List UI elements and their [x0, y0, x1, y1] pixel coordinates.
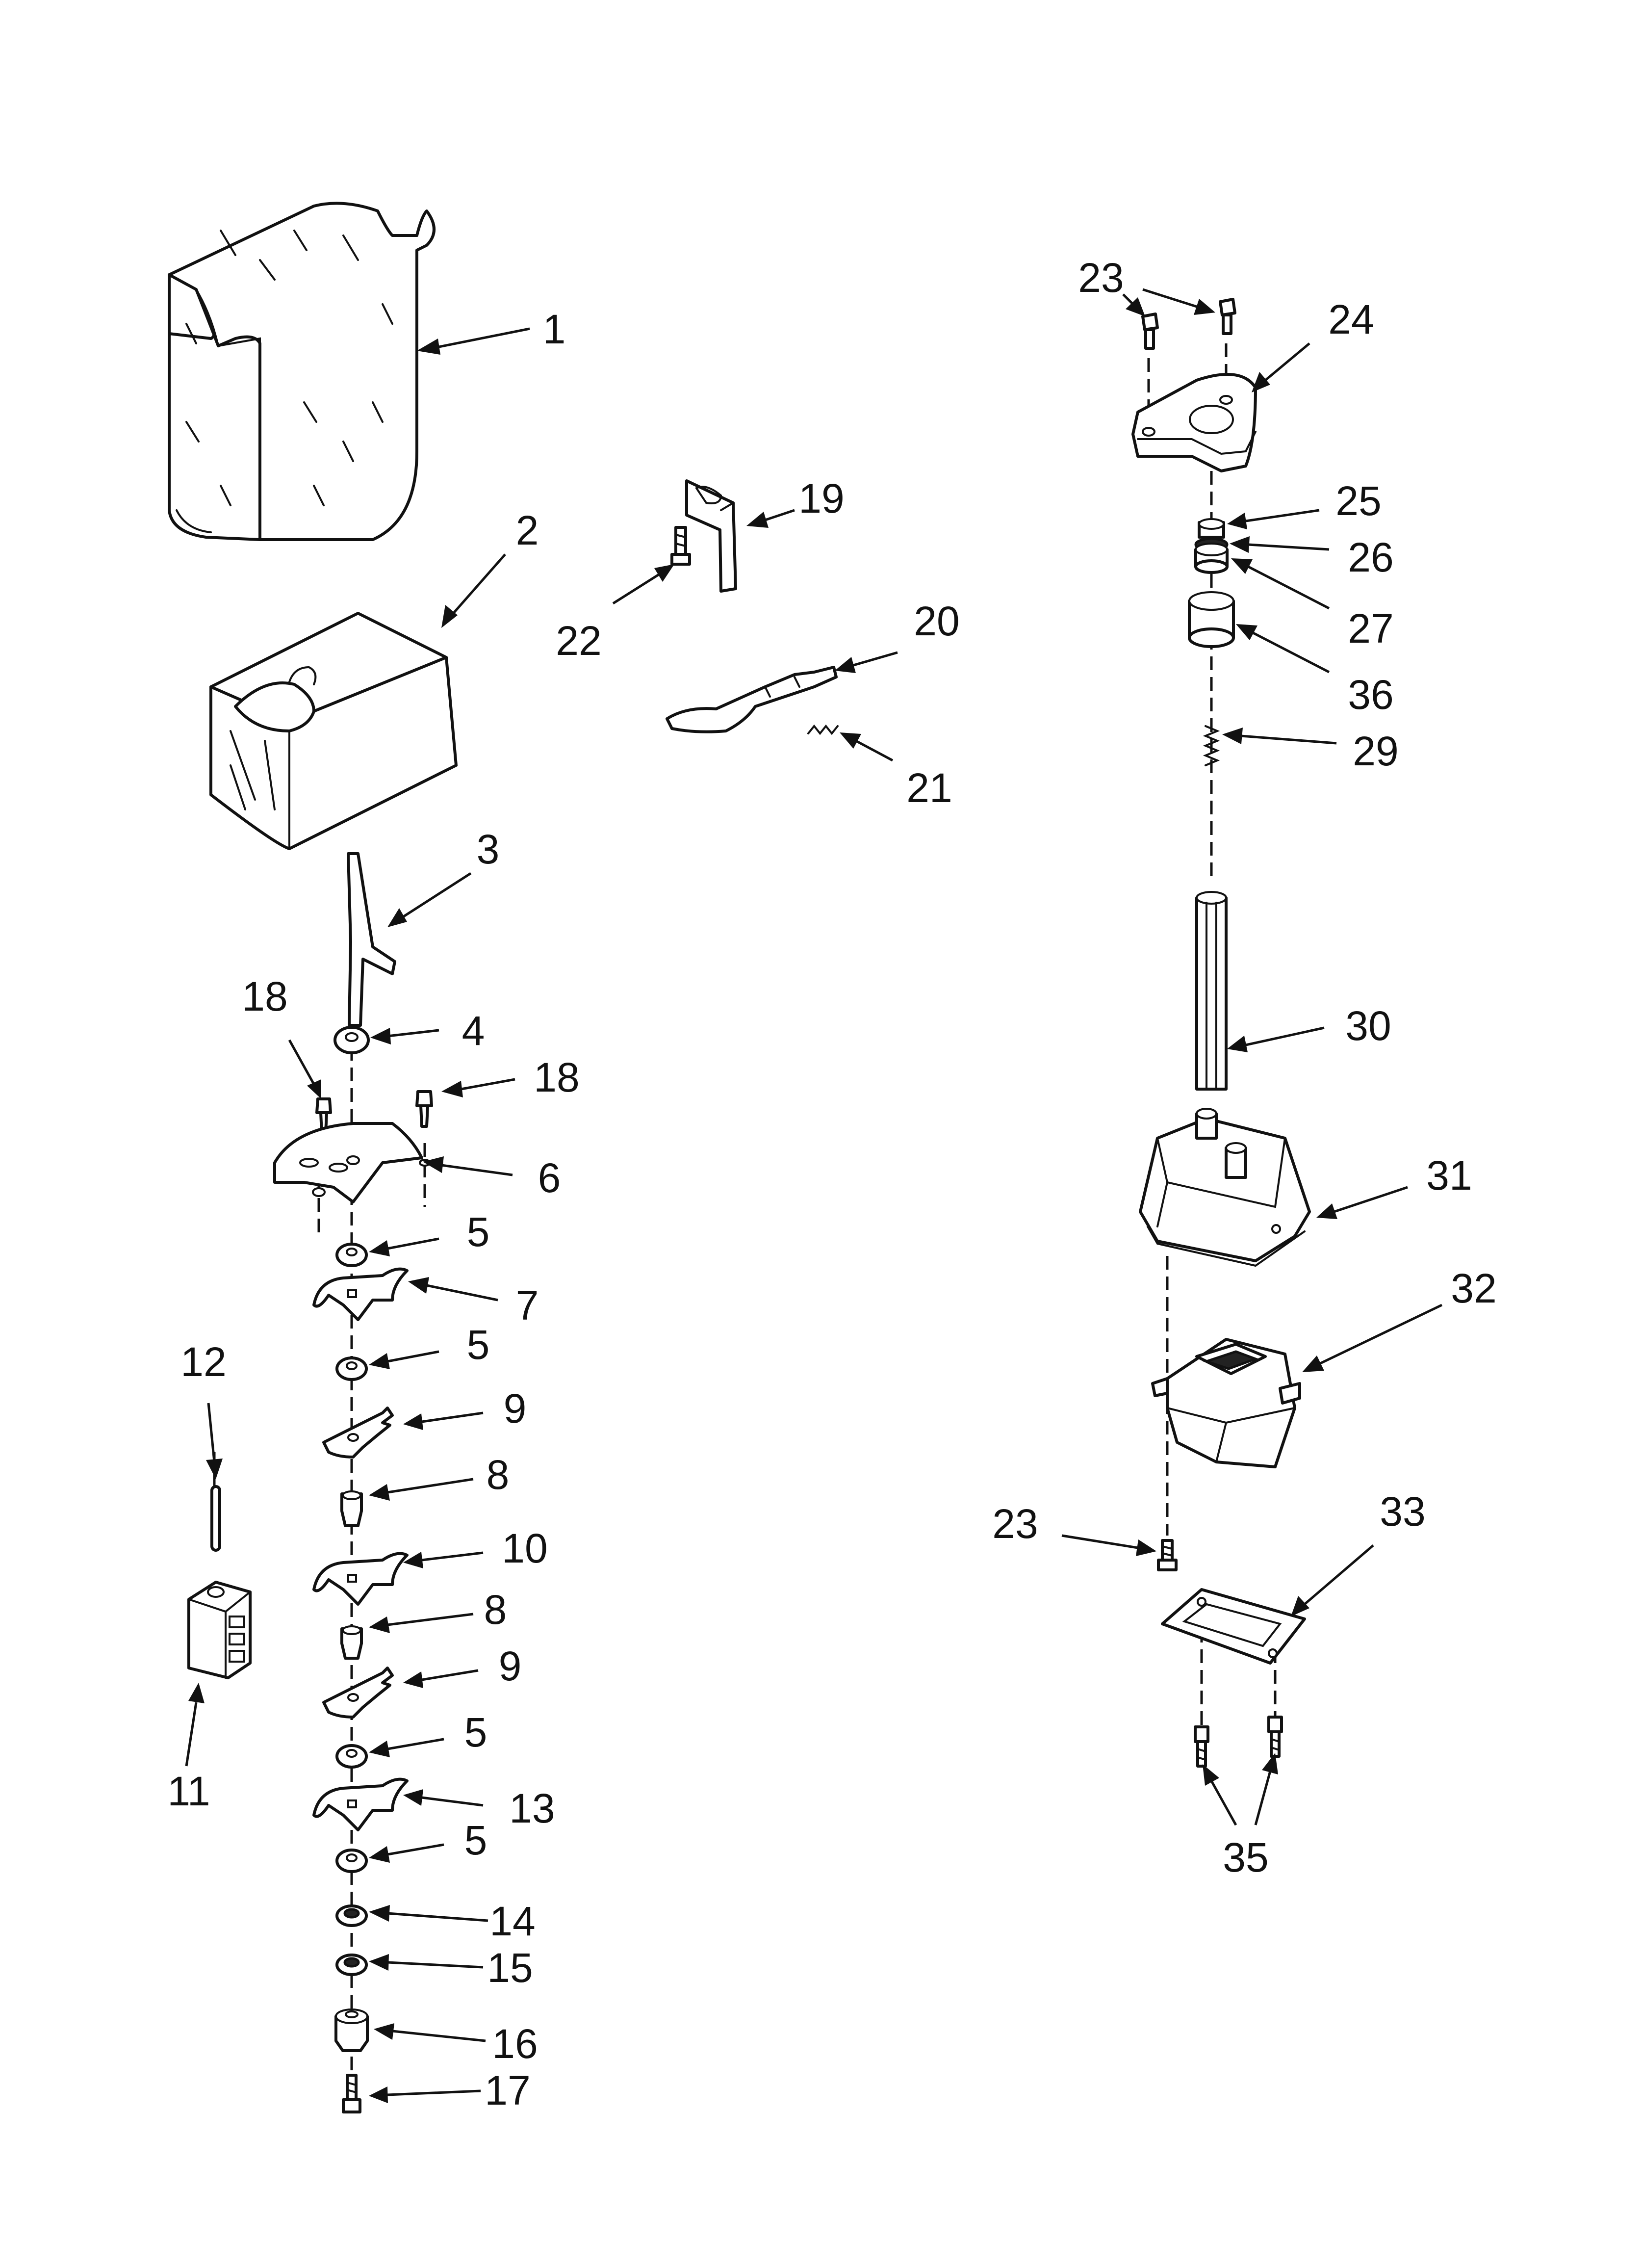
part-5-washer-b: [335, 1356, 368, 1381]
callout-25: 25: [1335, 478, 1381, 524]
callout-11: 11: [167, 1768, 210, 1814]
part-23-screw-right: [1219, 298, 1236, 335]
callout-18-right: 18: [534, 1054, 579, 1100]
callout-8-a: 8: [487, 1452, 510, 1498]
callout-17: 17: [485, 2067, 530, 2113]
part-30-drive-shaft: [1195, 891, 1228, 1091]
part-10-blade: [312, 1552, 409, 1606]
part-7-blade: [312, 1267, 409, 1321]
part-18-screw-left: [315, 1097, 332, 1135]
part-18-screw-right: [415, 1090, 433, 1128]
part-21-spring: [807, 724, 839, 735]
part-25-coupler: [1198, 518, 1225, 539]
part-16-nut: [334, 2008, 369, 2052]
part-23-screw-lower: [1157, 1539, 1178, 1571]
callout-26: 26: [1348, 534, 1393, 580]
part-4-bearing: [334, 1026, 370, 1054]
part-8-spacer-upper: [340, 1490, 363, 1527]
part-27-bushing: [1194, 543, 1229, 574]
part-31-gear-housing: [1139, 1108, 1311, 1267]
callout-15: 15: [487, 1945, 533, 1991]
callout-8-b: 8: [484, 1587, 507, 1633]
callout-9-a: 9: [504, 1385, 527, 1432]
part-35-screw-left: [1194, 1725, 1209, 1768]
callout-36: 36: [1348, 672, 1393, 718]
callout-5-d: 5: [464, 1817, 487, 1863]
callout-16: 16: [492, 2021, 538, 2067]
callout-12: 12: [180, 1339, 226, 1385]
part-20-lever: [666, 666, 838, 733]
callout-6: 6: [538, 1155, 561, 1201]
part-9-blade-lower: [322, 1667, 394, 1719]
part-11-block: [187, 1581, 252, 1679]
part-29-spring: [1203, 725, 1220, 766]
part-35-screw-right: [1267, 1716, 1283, 1758]
callout-19: 19: [798, 475, 844, 521]
part-5-washer-c: [335, 1744, 368, 1769]
callout-5-a: 5: [467, 1209, 490, 1255]
part-3-auger-rod: [347, 852, 396, 1027]
part-2-ice-bucket: [209, 612, 458, 850]
callout-14: 14: [489, 1898, 535, 1944]
callout-20: 20: [914, 598, 959, 644]
part-5-washer-d: [335, 1849, 368, 1873]
part-36-sleeve: [1188, 591, 1235, 648]
assembly-axis-lines: [213, 343, 1277, 2085]
callout-5-c: 5: [464, 1709, 487, 1755]
part-8-spacer-lower: [340, 1625, 363, 1660]
part-9-blade-upper: [322, 1407, 394, 1459]
callout-27: 27: [1348, 605, 1393, 652]
leader-lines: [185, 288, 1443, 2103]
callout-7: 7: [516, 1282, 539, 1329]
callout-3: 3: [477, 826, 500, 872]
callout-30: 30: [1345, 1003, 1391, 1049]
part-1-container: [168, 202, 436, 541]
part-5-washer-a: [335, 1243, 368, 1267]
part-32-motor: [1151, 1338, 1301, 1468]
part-15-washer: [335, 1954, 368, 1976]
part-19-bracket: [685, 479, 737, 593]
callout-35: 35: [1223, 1834, 1268, 1880]
part-13-blade: [312, 1777, 409, 1831]
callout-9-b: 9: [499, 1643, 522, 1689]
part-24-mounting-bracket: [1131, 373, 1257, 472]
callout-22: 22: [556, 618, 601, 664]
callout-24: 24: [1328, 296, 1374, 342]
callout-4: 4: [462, 1008, 485, 1054]
callout-21: 21: [906, 765, 952, 811]
part-12-pin: [210, 1485, 221, 1552]
callout-29: 29: [1353, 728, 1398, 774]
callout-23-top: 23: [1078, 255, 1124, 301]
callout-18-left: 18: [242, 973, 287, 1019]
part-33-gasket: [1161, 1588, 1306, 1665]
callout-31: 31: [1426, 1152, 1472, 1199]
callout-13: 13: [509, 1785, 555, 1831]
callout-33: 33: [1380, 1488, 1425, 1535]
part-17-screw: [342, 2074, 361, 2113]
callout-2: 2: [516, 507, 539, 553]
callout-23-bottom: 23: [992, 1501, 1038, 1547]
callout-5-b: 5: [467, 1322, 490, 1368]
part-14-washer: [335, 1904, 368, 1927]
part-6-mounting-plate: [273, 1122, 431, 1203]
part-22-screw: [670, 526, 691, 566]
callout-10: 10: [502, 1525, 547, 1571]
callout-32: 32: [1451, 1265, 1496, 1311]
callout-labels: 1 2 3 4 18 18 6 5 7 5 9 8 10 8 9 5 13 5 …: [167, 255, 1496, 2113]
part-23-screw-left: [1141, 313, 1159, 350]
callout-1: 1: [543, 306, 566, 352]
